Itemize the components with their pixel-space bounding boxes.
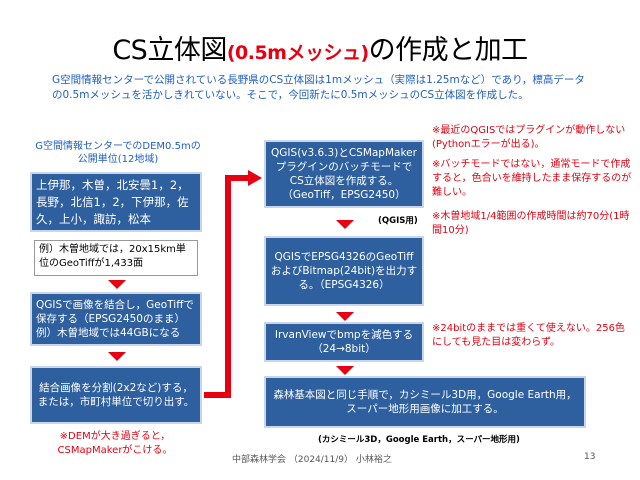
dem-note: ※DEMが大き過ぎると，CSMapMakerがこける。 (57, 431, 173, 456)
final-label: (カシミール3D，Google Earth，スーパー地形用) (318, 435, 520, 445)
down-arrow-3 (336, 220, 354, 229)
source-label: G空間情報センターでのDEM0.5mの公開単位(12地域) (35, 141, 201, 165)
note-plugin-error: ※最近のQGISではプラグインが動作しない(Pythonエラーが出る)。 (432, 125, 626, 150)
connector-arrowhead (248, 170, 262, 186)
irfanview-step-box: IrvanViewでbmpを減色する（24→8bit） (264, 322, 424, 362)
note-processing-time: ※木曽地域1/4範囲の作成時間は約70分(1時間10分) (432, 211, 630, 236)
note-batch-mode: ※バッチモードではない，通常モードで作成すると，色合いを維持したまま保存するのが… (432, 159, 632, 198)
qgis-label: (QGIS用) (378, 216, 418, 226)
csmap-step-box: QGIS(v3.6.3)とCSMapMakerプラグインのバッチモードでCS立体… (264, 140, 424, 208)
title-suffix: の作成と加工 (368, 35, 529, 66)
down-arrow-5 (336, 366, 354, 375)
final-step-box: 森林基本図と同じ手順で，カシミール3D用，Google Earth用，スーパー地… (264, 376, 586, 428)
title-mesh: (0.5mメッシュ) (226, 42, 369, 64)
title-main: CS立体図 (112, 35, 227, 66)
example-box: 例）木曽地域では，20x15km単位のGeoTiffが1,433面 (34, 240, 198, 276)
down-arrow-2 (108, 352, 126, 361)
intro-text: G空間情報センターで公開されている長野県のCS立体図は1mメッシュ（実際は1.2… (52, 74, 585, 101)
connector-line (204, 175, 250, 398)
page-number: 13 (584, 452, 596, 462)
note-24bit: ※24bitのままでは重くて使えない。256色にしても見た目は変わらず。 (432, 323, 625, 348)
down-arrow-1 (108, 280, 126, 289)
regions-box: 上伊那，木曽，北安曇1，2，長野，北信1，2，下伊那，佐久，上小，諏訪，松本 (30, 172, 202, 232)
merge-step-box: QGISで画像を結合し，GeoTiffで保存する（EPSG2450のまま）例）木… (30, 292, 202, 346)
split-step-box: 結合画像を分割(2x2など)する，または，市町村単位で切り出す。 (30, 366, 202, 424)
export-step-box: QGISでEPSG4326のGeoTiffおよびBitmap(24bit)を出力… (264, 236, 424, 306)
down-arrow-4 (336, 312, 354, 321)
footer-credit: 中部森林学会 （2024/11/9） 小林裕之 (232, 455, 392, 465)
slide-title: CS立体図(0.5mメッシュ)の作成と加工 (0, 28, 640, 67)
